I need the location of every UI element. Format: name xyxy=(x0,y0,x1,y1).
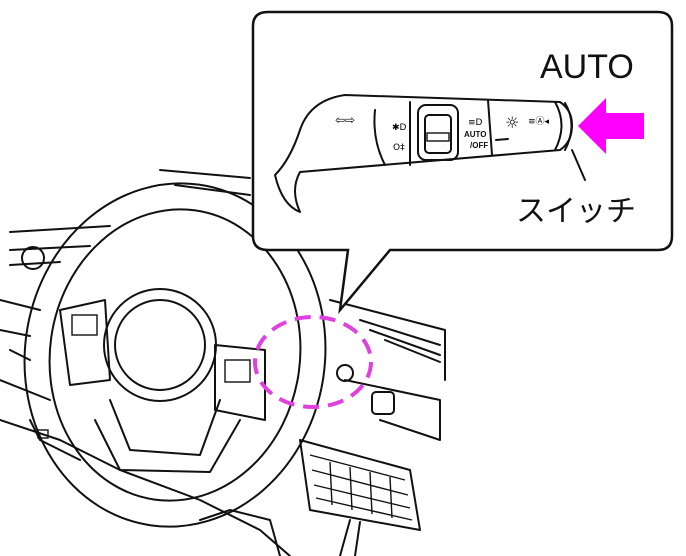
turn-signal-icon: ⇦⇨ xyxy=(335,113,355,127)
headlight-stalk: ⇦⇨ ✱D O‡ ≡D ☼ ≡Ⓐ◂ xyxy=(274,94,573,213)
rear-fog-icon: O‡ xyxy=(393,143,405,153)
headlight-icon: ≡D xyxy=(468,118,483,128)
auto-high-beam-icon: ≡Ⓐ◂ xyxy=(528,116,550,127)
stalk-off-text: /OFF xyxy=(470,141,489,150)
press-arrow-icon xyxy=(578,98,644,154)
front-fog-icon: ✱D xyxy=(392,123,407,133)
stalk-highlight-circle xyxy=(253,315,373,409)
callout-box xyxy=(251,10,674,315)
stalk-auto-text: AUTO xyxy=(464,130,487,139)
dashboard xyxy=(0,169,446,556)
callout-title: AUTO xyxy=(540,48,634,86)
switch-label: スイッチ xyxy=(516,195,636,228)
steering-wheel xyxy=(23,182,327,528)
parking-light-icon: ☼ xyxy=(505,113,519,132)
